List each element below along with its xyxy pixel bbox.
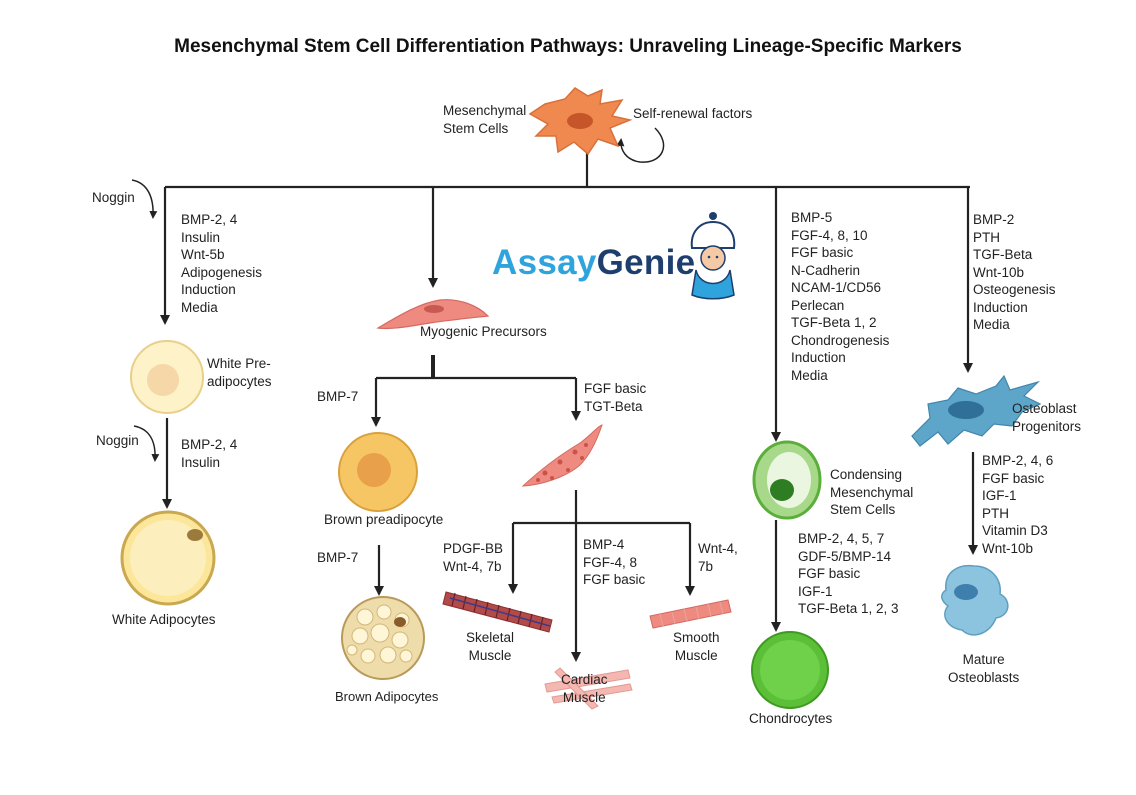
osteoblast-progenitor-icon bbox=[911, 374, 1042, 447]
white-preadipocyte-icon bbox=[130, 340, 204, 414]
label-white-adipocytes: White Adipocytes bbox=[112, 612, 216, 627]
mature-osteoblast-icon bbox=[941, 564, 1009, 636]
self-renewal-loop-arrow bbox=[616, 127, 665, 163]
label-noggin-1: Noggin bbox=[92, 190, 135, 205]
brown-adipocyte-icon bbox=[341, 596, 425, 680]
factor-bmp7-1: BMP-7 bbox=[317, 389, 359, 404]
muscle-precursor-icon bbox=[521, 424, 603, 487]
condensing-msc-icon bbox=[752, 440, 822, 520]
label-myogenic-precursors: Myogenic Precursors bbox=[420, 324, 547, 339]
brown-preadipocyte-icon bbox=[338, 432, 418, 512]
white-adipocyte-icon bbox=[120, 510, 216, 606]
factors-smooth: Wnt-4,7b bbox=[698, 541, 738, 574]
label-self-renewal: Self-renewal factors bbox=[633, 106, 753, 121]
logo-text-assay: Assay bbox=[492, 243, 597, 282]
label-chondrocytes: Chondrocytes bbox=[749, 711, 833, 726]
assaygenie-logo: AssayGenie bbox=[492, 243, 695, 283]
smooth-muscle-icon bbox=[649, 599, 732, 629]
cardiac-muscle-icon bbox=[544, 667, 633, 710]
noggin-curve-arrow-2 bbox=[133, 425, 160, 462]
label-noggin-2: Noggin bbox=[96, 433, 139, 448]
skeletal-muscle-icon bbox=[442, 591, 553, 633]
genie-mascot-icon bbox=[690, 212, 736, 300]
label-brown-preadipocyte: Brown preadipocyte bbox=[324, 512, 444, 527]
noggin-curve-arrow-1 bbox=[131, 179, 158, 219]
label-brown-adipocytes: Brown Adipocytes bbox=[335, 689, 439, 704]
chondrocyte-icon bbox=[751, 631, 829, 709]
factor-bmp7-2: BMP-7 bbox=[317, 550, 359, 565]
diagram-title: Mesenchymal Stem Cell Differentiation Pa… bbox=[174, 36, 962, 57]
logo-text-genie: Genie bbox=[596, 243, 696, 282]
mesenchymal-stem-cell-icon bbox=[528, 87, 633, 156]
myogenic-precursor-icon bbox=[376, 299, 490, 330]
label-white-preadipocytes: White Pre-adipocytes bbox=[207, 356, 272, 389]
connector-lines bbox=[160, 152, 978, 662]
